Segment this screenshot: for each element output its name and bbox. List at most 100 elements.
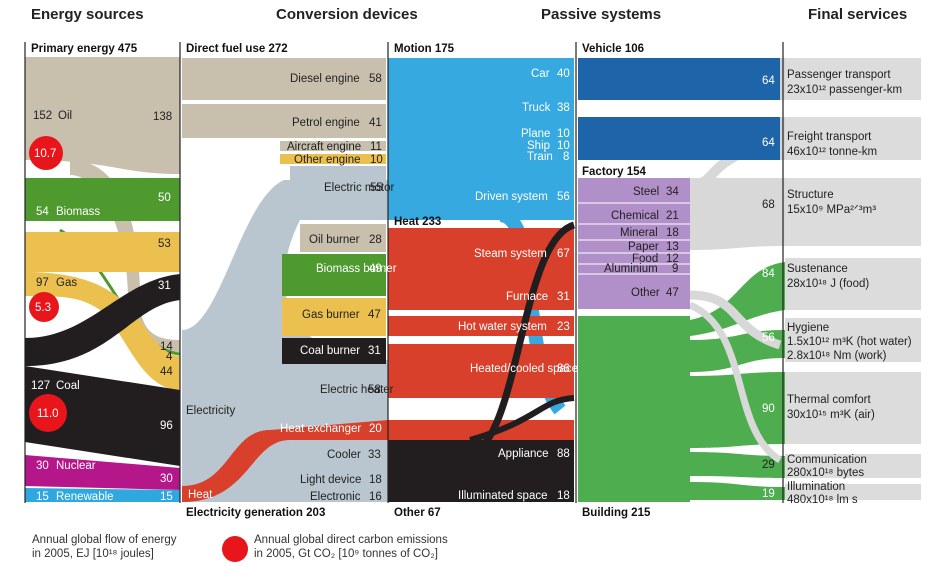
emission-gas-dot — [29, 292, 59, 322]
device-gas-burner: Gas burner — [302, 309, 360, 321]
ribbon-coal-direct — [25, 274, 180, 366]
passive-truck: Truck — [522, 102, 551, 114]
service-illumination-name: Illumination — [787, 481, 845, 493]
ribbon-renewable-electricity — [25, 488, 180, 502]
passive-hot-water-system-value: 23 — [557, 321, 570, 333]
device-diesel-engine: Diesel engine — [290, 73, 360, 85]
passive-driven-system-value: 56 — [557, 191, 570, 203]
service-box-illumination — [785, 484, 921, 500]
emission-gas-value: 5.3 — [35, 302, 51, 314]
label-electricity: Electricity — [186, 405, 235, 417]
device-labels: Diesel engine 58 Petrol engine 41 Aircra… — [280, 73, 397, 503]
service-box-passenger — [785, 58, 921, 100]
service-box-communication — [785, 454, 921, 478]
header-passive-systems: Passive systems — [541, 6, 662, 23]
device-biomass-burner-value: 49 — [369, 263, 382, 275]
device-diesel-engine-value: 58 — [369, 73, 382, 85]
factory-other-value: 47 — [666, 287, 679, 299]
service-communication-value: 29 — [762, 459, 775, 471]
service-passenger-name: Passenger transport — [787, 69, 891, 81]
passive-train: Train — [527, 151, 553, 163]
ribbon-oil-direct — [25, 57, 180, 174]
passive-car-value: 40 — [557, 68, 570, 80]
split-renewable-elec: 15 — [160, 491, 173, 503]
passive-appliance: Appliance — [498, 448, 549, 460]
ribbon-motion-block — [388, 58, 574, 220]
source-coal-value: 127 — [31, 380, 50, 392]
ribbon-factory-thin-2 — [689, 290, 782, 350]
legend-energy-flow-line1: Annual global flow of energy — [32, 534, 177, 546]
title-primary-energy: Primary energy 475 — [31, 43, 138, 55]
ribbon-coal-electricity — [25, 366, 180, 466]
service-sustenance-name: Sustenance — [787, 263, 848, 275]
vehicle-passenger-value: 64 — [762, 75, 775, 87]
factory-food: Food — [632, 253, 658, 265]
source-gas-value: 97 — [36, 277, 49, 289]
passive-heated-cooled-space: Heated/cooled space — [470, 363, 578, 375]
device-electronic: Electronic — [310, 491, 361, 503]
device-petrol-engine: Petrol engine — [292, 117, 360, 129]
passive-illuminated-space-value: 18 — [557, 490, 570, 502]
title-motion: Motion 175 — [394, 43, 455, 55]
device-light-device: Light device — [300, 474, 361, 486]
passive-driven-system: Driven system — [475, 191, 548, 203]
device-other-engine-value: 10 — [370, 154, 383, 166]
title-factory: Factory 154 — [582, 166, 647, 178]
service-box-thermal — [785, 372, 921, 444]
source-labels: 152 Oil 54 Biomass 97 Gas 127 Coal 30 Nu… — [31, 110, 114, 503]
device-light-device-value: 18 — [369, 474, 382, 486]
factory-steel: Steel — [633, 186, 659, 198]
device-coal-burner: Coal burner — [300, 345, 360, 357]
source-coal-name: Coal — [56, 380, 80, 392]
service-illumination-unit: 480x10¹⁸ lm s — [787, 494, 858, 506]
ribbon-building-communication — [690, 452, 785, 478]
source-biomass-value: 54 — [36, 206, 49, 218]
service-thermal-value: 90 — [762, 403, 775, 415]
header-conversion-devices: Conversion devices — [276, 6, 418, 23]
passive-steam-system: Steam system — [474, 248, 547, 260]
title-vehicle: Vehicle 106 — [582, 43, 644, 55]
ribbon-building-sustenance — [690, 262, 785, 336]
flow-ribbons — [25, 57, 921, 502]
device-biomass-burner: Biomass burner — [316, 263, 397, 275]
source-renewable-name: Renewable — [56, 491, 114, 503]
split-nuclear-elec: 30 — [160, 473, 173, 485]
legend-energy-flow-line2: in 2005, EJ [10¹⁸ joules] — [32, 548, 154, 560]
label-heat: Heat — [188, 489, 213, 501]
split-biomass-direct: 50 — [158, 192, 171, 204]
split-oil-direct: 138 — [153, 111, 172, 123]
legend-energy-flow: Annual global flow of energy in 2005, EJ… — [32, 533, 177, 561]
service-sustenance-unit: 28x10¹⁸ J (food) — [787, 278, 869, 290]
service-box-hygiene — [785, 318, 921, 362]
factory-rows: Steel 34 Chemical 21 Mineral 18 Paper 13… — [578, 186, 690, 299]
title-electricity-generation: Electricity generation 203 — [186, 507, 325, 519]
column-dividers — [24, 42, 784, 503]
service-box-structure — [785, 178, 921, 246]
header-final-services: Final services — [808, 6, 908, 23]
factory-mineral: Mineral — [620, 227, 658, 239]
factory-steel-value: 34 — [666, 186, 679, 198]
passive-furnace: Furnace — [506, 291, 548, 303]
split-oil-elec: 14 — [160, 341, 173, 353]
passive-furnace-value: 31 — [557, 291, 570, 303]
legend-emission-dot — [222, 536, 248, 562]
passive-plane: Plane — [521, 128, 550, 140]
passive-illuminated-space: Illuminated space — [458, 490, 548, 502]
device-cooler-value: 33 — [368, 449, 381, 461]
ribbon-heat-block-3 — [388, 344, 574, 398]
factory-paper: Paper — [628, 241, 659, 253]
ribbon-nuclear-electricity — [25, 455, 180, 490]
source-biomass-name: Biomass — [56, 206, 100, 218]
passive-car: Car — [531, 68, 550, 80]
device-gas-burner-value: 47 — [368, 309, 381, 321]
split-coal-elec: 96 — [160, 420, 173, 432]
service-thermal-unit: 30x10¹⁵ m³K (air) — [787, 409, 875, 421]
source-gas-name: Gas — [56, 277, 77, 289]
service-box-sustenance — [785, 258, 921, 310]
factory-aluminium: Aluminium — [604, 263, 658, 275]
service-passenger-unit: 23x10¹² passenger-km — [787, 84, 902, 96]
ribbon-illuminated-space — [388, 488, 574, 502]
passive-truck-value: 38 — [557, 102, 570, 114]
emission-oil-dot — [29, 136, 63, 170]
